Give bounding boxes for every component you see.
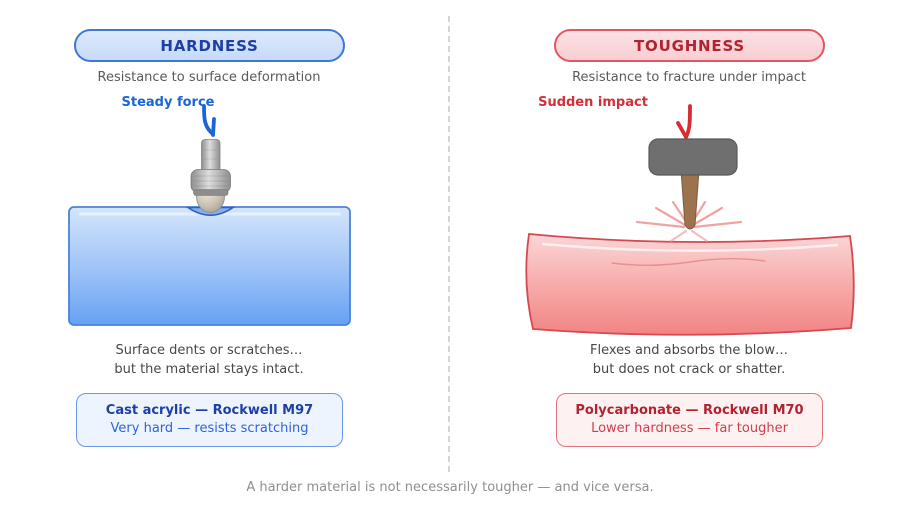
hardness-caption: Surface dents or scratches… but the mate… [34,342,384,379]
sudden-impact-label: Sudden impact [538,95,648,110]
toughness-title: TOUGHNESS [634,36,745,55]
hardness-caption-line2: but the material stays intact. [114,361,304,377]
polycarbonate-material-subtitle: Lower hardness — far tougher [591,421,788,436]
slab-highlight [541,242,839,252]
hardness-caption-line1: Surface dents or scratches… [115,343,303,358]
steady-force-label: Steady force [121,95,215,110]
toughness-subtitle: Resistance to fracture under impact [572,70,806,85]
toughness-caption-line2: but does not crack or shatter. [592,361,786,377]
hardness-subtitle: Resistance to surface deformation [97,70,321,85]
sudden-impact-arrow-icon [676,104,692,139]
polycarbonate-material-title: Polycarbonate — Rockwell M70 [575,403,804,418]
toughness-caption: Flexes and absorbs the blow… but does no… [514,342,864,379]
acrylic-block-graphic [68,206,351,326]
impact-burst-icon [635,200,743,243]
hardness-title: HARDNESS [160,36,259,55]
hardness-title-pill: HARDNESS [74,29,345,62]
acrylic-material-subtitle: Very hard — resists scratching [110,421,309,436]
hammer-icon [648,138,738,230]
flex-line [611,258,766,266]
polycarbonate-info-box: Polycarbonate — Rockwell M70 Lower hardn… [556,393,823,447]
polycarbonate-slab-graphic [525,233,855,336]
toughness-caption-line1: Flexes and absorbs the blow… [589,343,788,358]
indenter-icon [190,139,231,213]
acrylic-info-box: Cast acrylic — Rockwell M97 Very hard — … [76,393,343,447]
toughness-title-pill: TOUGHNESS [554,29,825,62]
steady-force-arrow-icon [202,104,216,137]
center-divider [448,16,450,472]
acrylic-material-title: Cast acrylic — Rockwell M97 [105,403,314,418]
footer-note: A harder material is not necessarily tou… [246,480,654,495]
